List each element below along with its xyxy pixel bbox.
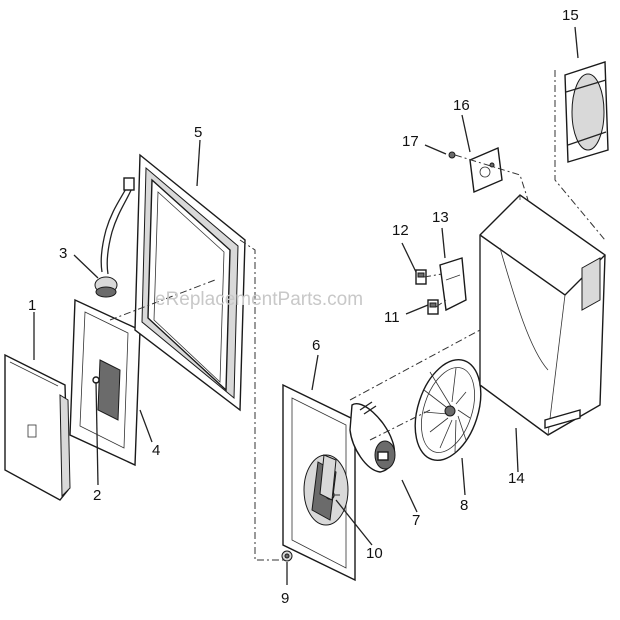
part-16-bracket <box>469 146 503 194</box>
callout-10: 10 <box>366 545 383 562</box>
callout-11: 11 <box>384 309 400 326</box>
part-6-motor-plate <box>282 383 356 582</box>
callout-16: 16 <box>453 97 470 114</box>
callout-7: 7 <box>412 512 420 529</box>
assembly-lines <box>109 70 606 561</box>
callout-15: 15 <box>562 7 579 24</box>
part-3-connector-cord <box>94 177 135 298</box>
callout-2: 2 <box>93 487 101 504</box>
part-14-housing <box>479 194 606 436</box>
part-7-motor <box>349 401 396 473</box>
callout-1: 1 <box>28 297 36 314</box>
part-8-fan-wheel <box>414 358 482 462</box>
part-2-mounting-plate <box>69 298 141 467</box>
part-13-bracket <box>439 257 467 312</box>
callout-3: 3 <box>59 245 67 262</box>
callout-13: 13 <box>432 209 449 226</box>
callout-4: 4 <box>152 442 160 459</box>
callout-14: 14 <box>508 470 525 487</box>
part-10-bracket <box>319 454 337 501</box>
callout-9: 9 <box>281 590 289 607</box>
leader-lines <box>33 26 579 585</box>
callout-8: 8 <box>460 497 468 514</box>
callout-5: 5 <box>194 124 202 141</box>
watermark: eReplacementParts.com <box>155 289 363 310</box>
callout-12: 12 <box>392 222 409 239</box>
part-5-frame <box>134 153 246 412</box>
part-9-screw <box>281 550 293 562</box>
callout-6: 6 <box>312 337 320 354</box>
callout-17: 17 <box>402 133 419 150</box>
callout-labels: 1 2 3 4 5 6 7 8 9 10 11 12 13 14 15 16 1… <box>28 7 579 607</box>
part-15-duct-adapter <box>564 61 609 163</box>
part-17-screw <box>448 151 456 159</box>
part-1-grille <box>4 353 71 501</box>
part-11-connector <box>427 299 439 315</box>
